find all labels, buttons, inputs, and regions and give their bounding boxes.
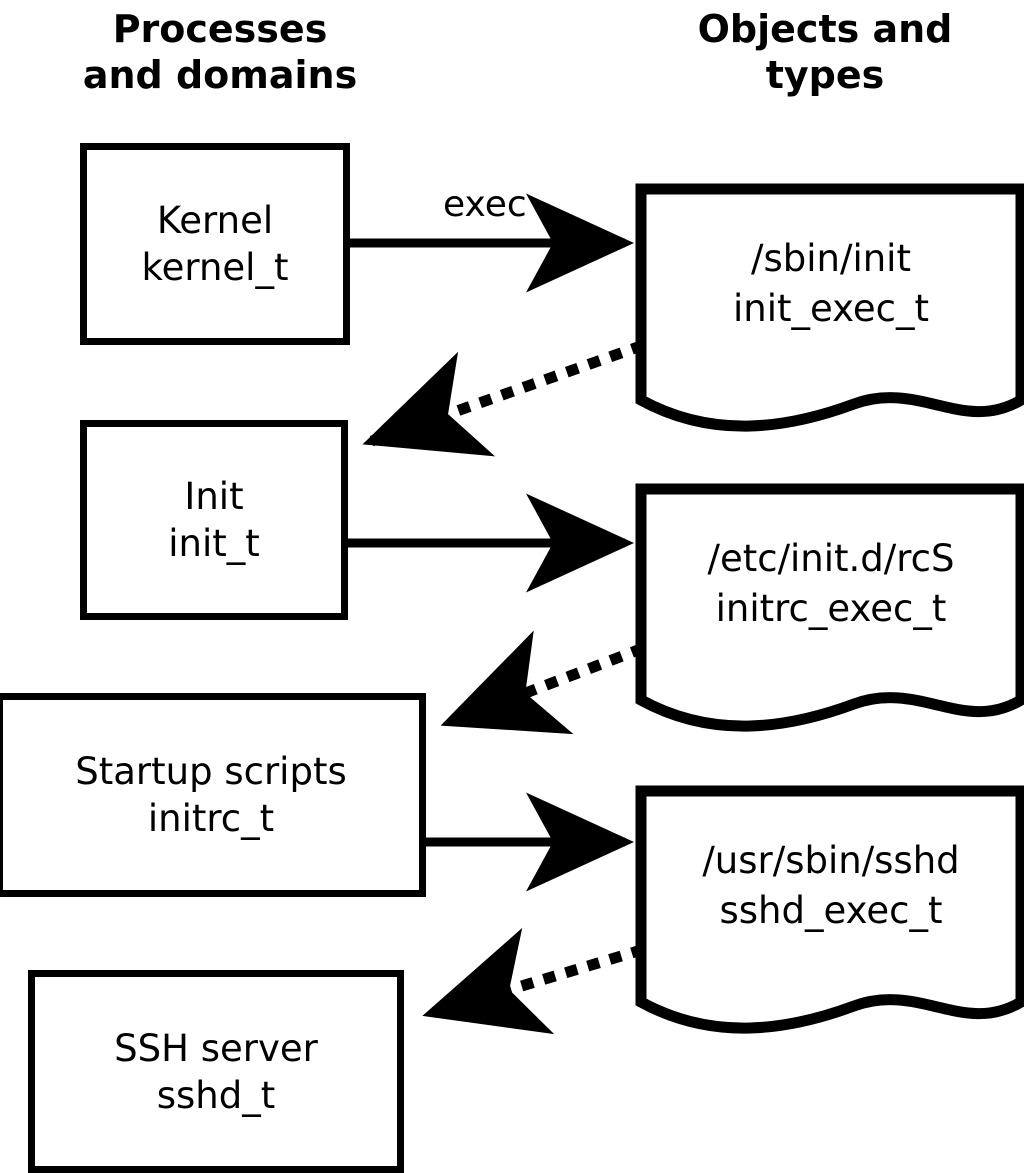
edge-init-exec-to-init [362, 339, 646, 457]
column-header-objects: Objects and types [697, 7, 953, 97]
process-type: kernel_t [141, 246, 289, 289]
document-shape-icon [635, 785, 1024, 1034]
process-name: SSH server [114, 1026, 318, 1070]
column-header-processes: Processes and domains [82, 7, 358, 97]
process-type: initrc_t [147, 797, 275, 840]
process-box-ssh-server[interactable]: SSH server sshd_t [28, 970, 404, 1173]
document-shape-icon [635, 183, 1024, 432]
process-name: Kernel [156, 199, 274, 242]
document-shape-icon [635, 483, 1024, 732]
process-name: Startup scripts [75, 750, 347, 793]
process-box-startup-scripts[interactable]: Startup scripts initrc_t [0, 693, 426, 897]
edge-initrc-exec-to-initrc [440, 630, 646, 735]
edge-sshd-exec-to-sshd [422, 927, 645, 1035]
process-type: sshd_t [156, 1073, 276, 1117]
object-doc-initrc-exec[interactable]: /etc/init.d/rcS initrc_exec_t [634, 482, 1024, 732]
edge-label-exec: exec [443, 184, 527, 225]
process-box-init[interactable]: Init init_t [80, 420, 348, 620]
process-name: Init [184, 475, 244, 518]
process-box-kernel[interactable]: Kernel kernel_t [80, 143, 350, 345]
process-type: init_t [168, 522, 260, 565]
object-doc-init-exec[interactable]: /sbin/init init_exec_t [634, 182, 1024, 432]
object-doc-sshd-exec[interactable]: /usr/sbin/sshd sshd_exec_t [634, 784, 1024, 1034]
